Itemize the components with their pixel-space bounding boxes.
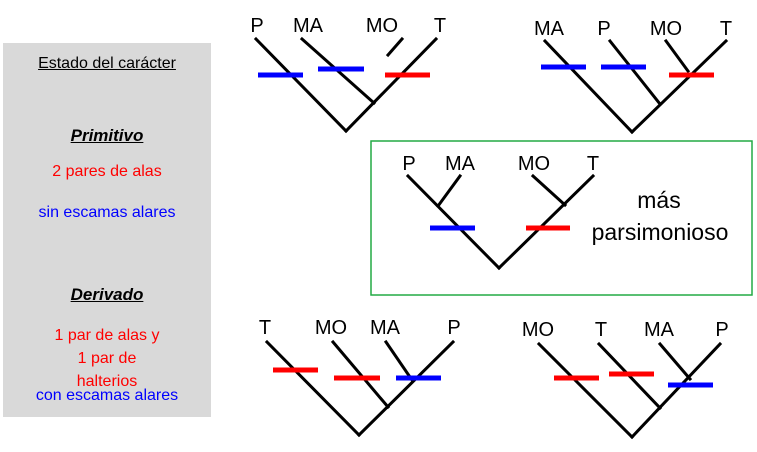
tree-2 bbox=[542, 38, 729, 135]
tree-3-taxon-4: T bbox=[587, 153, 599, 175]
tree-1-taxon-3: MO bbox=[366, 15, 398, 37]
tree-3-taxon-2: MA bbox=[445, 153, 476, 175]
tree-1-taxon-4: T bbox=[434, 15, 446, 37]
tree-5-taxon-2: T bbox=[595, 319, 607, 341]
derived-red-trait-line1: 1 par de alas y bbox=[54, 327, 160, 344]
tree-4 bbox=[264, 339, 456, 438]
primitive-heading: Primitivo bbox=[70, 126, 144, 145]
tree-5-taxon-1: MO bbox=[522, 319, 554, 341]
tree-2-taxon-4: T bbox=[720, 18, 732, 40]
tree-2-taxon-3: MO bbox=[650, 18, 682, 40]
derived-heading: Derivado bbox=[70, 285, 144, 304]
tree-3 bbox=[405, 173, 596, 271]
tree-2-taxon-2: P bbox=[597, 18, 610, 40]
tree-5-taxon-3: MA bbox=[644, 319, 675, 341]
primitive-red-trait: 2 pares de alas bbox=[52, 163, 162, 180]
tree-1-taxon-2: MA bbox=[293, 15, 324, 37]
tree-1-taxon-1: P bbox=[250, 15, 263, 37]
tree-3-taxon-3: MO bbox=[518, 153, 550, 175]
derived-blue-trait: con escamas alares bbox=[35, 387, 179, 404]
primitive-blue-trait: sin escamas alares bbox=[38, 204, 176, 221]
tree-4-taxon-4: P bbox=[447, 317, 460, 339]
character-state-legend: Estado del carácter Primitivo 2 pares de… bbox=[3, 43, 211, 417]
legend-title: Estado del carácter bbox=[38, 55, 176, 72]
tree-4-taxon-3: MA bbox=[370, 317, 401, 339]
tree-1 bbox=[253, 36, 439, 134]
parsimony-note-line1: más bbox=[637, 187, 680, 213]
tree-5-taxon-4: P bbox=[715, 319, 728, 341]
tree-4-taxon-1: T bbox=[259, 317, 271, 339]
tree-3-taxon-1: P bbox=[402, 153, 415, 175]
parsimonious-box bbox=[370, 140, 753, 296]
derived-red-trait-line2: 1 par de bbox=[77, 350, 137, 367]
tree-4-taxon-2: MO bbox=[315, 317, 347, 339]
derived-red-trait-line3: halterios bbox=[76, 373, 138, 390]
tree-2-taxon-1: MA bbox=[534, 18, 565, 40]
parsimony-note-line2: parsimonioso bbox=[592, 219, 729, 245]
tree-5 bbox=[536, 341, 723, 440]
